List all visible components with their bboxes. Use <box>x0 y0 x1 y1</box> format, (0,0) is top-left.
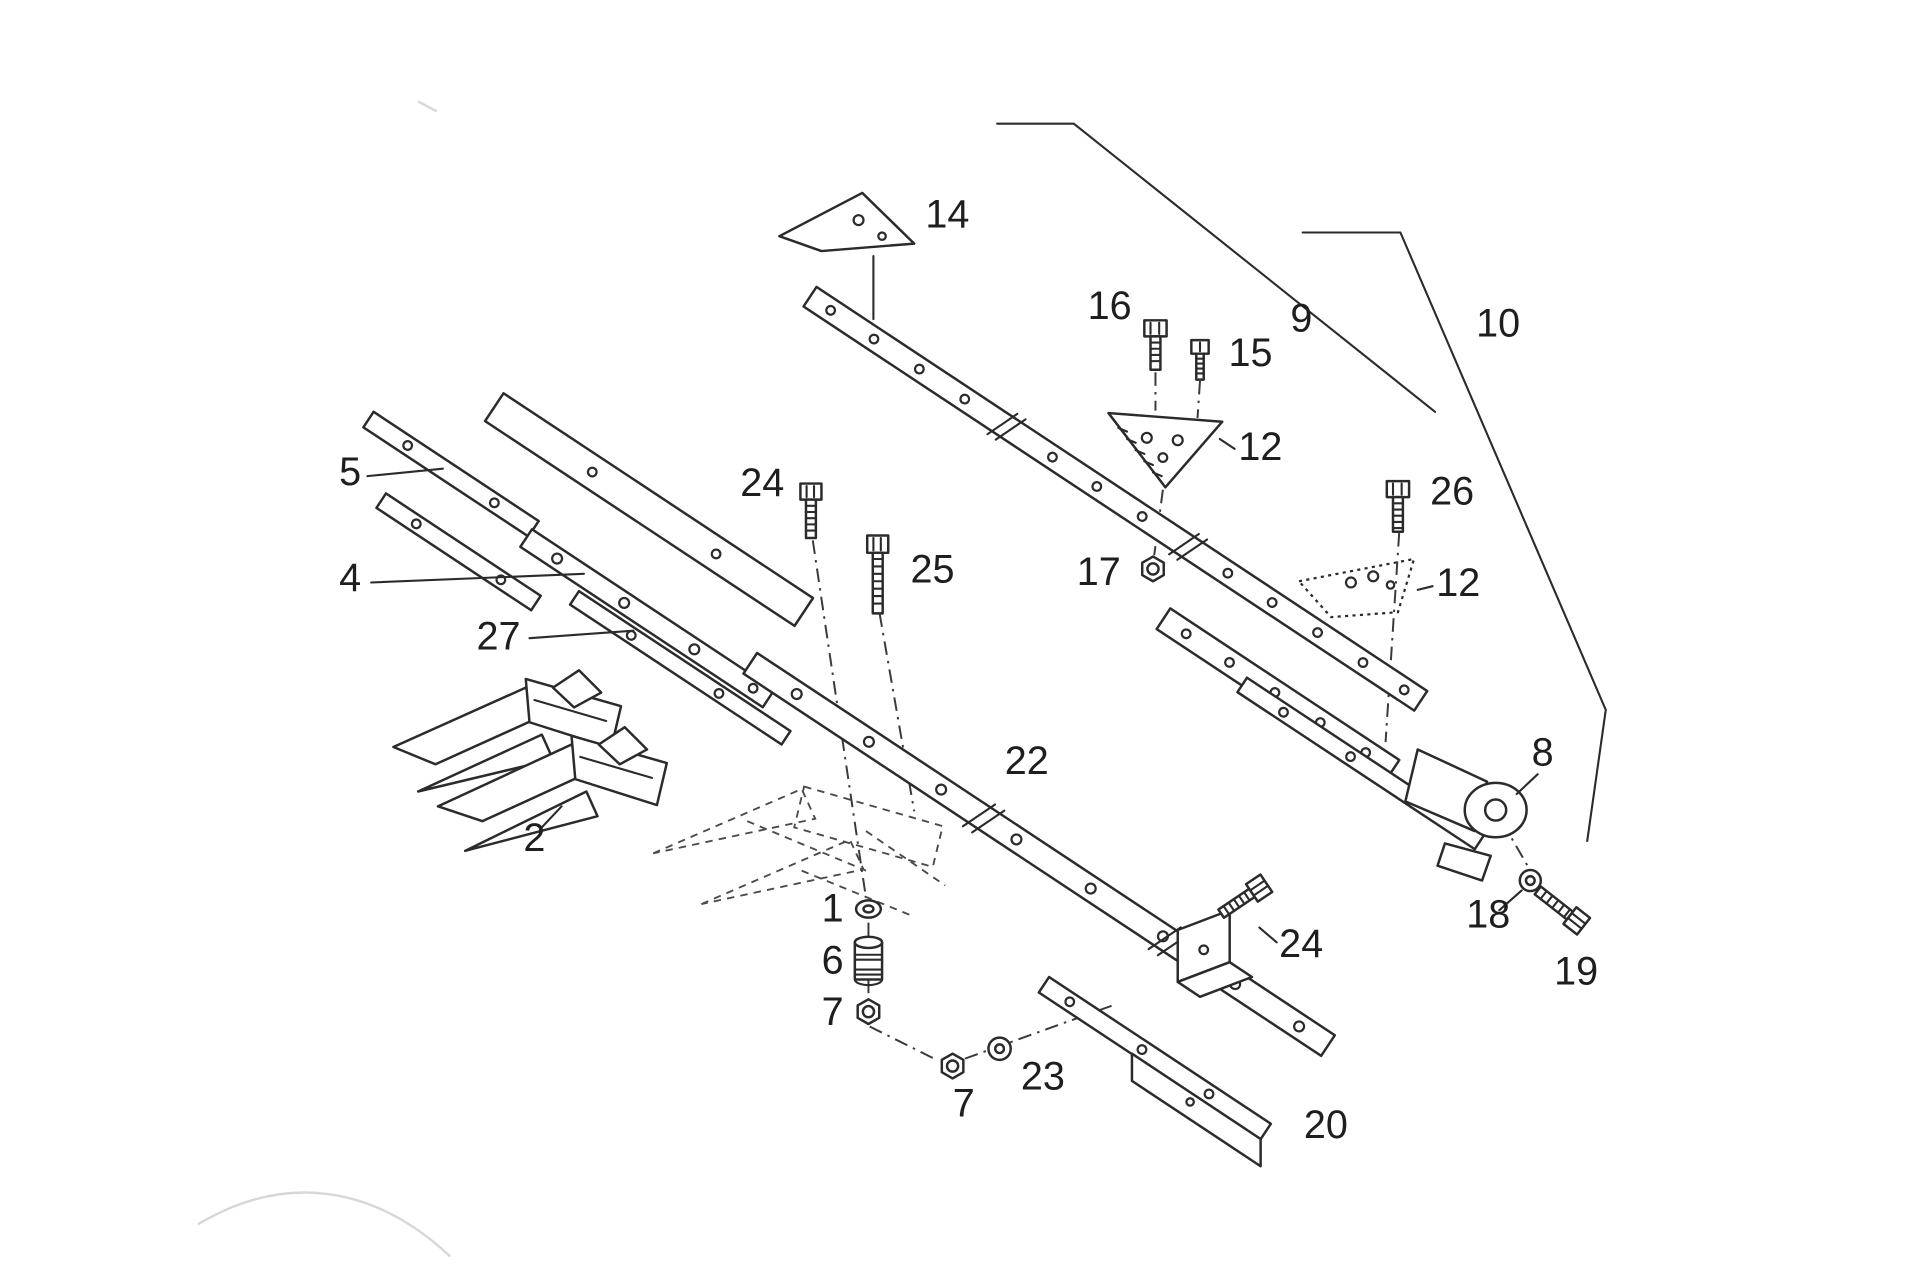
part-label-16: 16 <box>1088 284 1132 328</box>
part-label-23: 23 <box>1021 1055 1065 1099</box>
part-23-washer <box>987 1036 1012 1062</box>
part-labels: 14 16 15 9 10 12 26 12 17 5 4 27 24 25 2… <box>339 193 1598 1147</box>
part-19-bolt <box>1533 885 1592 936</box>
part-1-washer <box>854 899 883 919</box>
part-16-bolt <box>1143 319 1168 372</box>
part-label-12b: 12 <box>1436 561 1480 605</box>
part-2-knife-guards <box>392 669 669 853</box>
part-24a-bolt <box>799 482 823 540</box>
part-label-5: 5 <box>339 450 361 494</box>
part-label-22: 22 <box>1005 739 1049 783</box>
part-label-8: 8 <box>1532 731 1554 775</box>
part-label-10: 10 <box>1476 301 1520 345</box>
part-label-7a: 7 <box>822 990 844 1034</box>
part-label-20: 20 <box>1304 1103 1348 1147</box>
scan-artifacts <box>197 100 452 1258</box>
part-27-strip <box>568 589 792 746</box>
label-leaders <box>366 437 1539 944</box>
part-26-bolt <box>1385 479 1411 534</box>
part-label-6: 6 <box>822 938 844 982</box>
part-label-18: 18 <box>1466 893 1510 937</box>
part-20-angle-bar <box>1037 975 1273 1168</box>
bracket-clip <box>1176 908 1254 999</box>
part-27-backing-bar <box>483 392 815 628</box>
part-label-19: 19 <box>1554 949 1598 993</box>
part-7a-nut <box>856 998 881 1026</box>
part-8-knife-head <box>1404 748 1528 882</box>
part-24b-bolt <box>1217 873 1274 919</box>
part-label-25: 25 <box>911 547 955 591</box>
part-label-1: 1 <box>822 886 844 930</box>
part-label-7b: 7 <box>953 1082 975 1126</box>
part-label-2: 2 <box>523 816 545 860</box>
part-9-bar <box>802 285 1429 712</box>
phantom-guards <box>652 785 946 917</box>
part-25-bolt <box>865 534 890 615</box>
part-label-17: 17 <box>1077 550 1121 594</box>
part-label-15: 15 <box>1228 331 1272 375</box>
assembly-leader-10 <box>1301 231 1607 843</box>
part-label-14: 14 <box>925 193 969 237</box>
wear-strip-upper <box>362 410 540 538</box>
part-14-plate <box>778 191 916 321</box>
part-label-4: 4 <box>339 556 361 600</box>
part-18-washer <box>1518 868 1543 893</box>
part-12b-knife-section <box>1296 557 1416 619</box>
part-12a-knife-section <box>1107 411 1224 489</box>
part-7b-nut <box>940 1052 965 1080</box>
part-6-bushing <box>853 935 884 987</box>
part-label-24a: 24 <box>740 461 784 505</box>
part-label-27: 27 <box>477 614 521 658</box>
part-label-12a: 12 <box>1238 425 1282 469</box>
part-17-nut <box>1140 555 1165 583</box>
part-label-26: 26 <box>1430 470 1474 514</box>
part-label-24b: 24 <box>1279 922 1323 966</box>
part-15-bolt <box>1190 338 1210 381</box>
assembly-leader-9 <box>996 122 1437 413</box>
part-label-9: 9 <box>1290 296 1312 340</box>
